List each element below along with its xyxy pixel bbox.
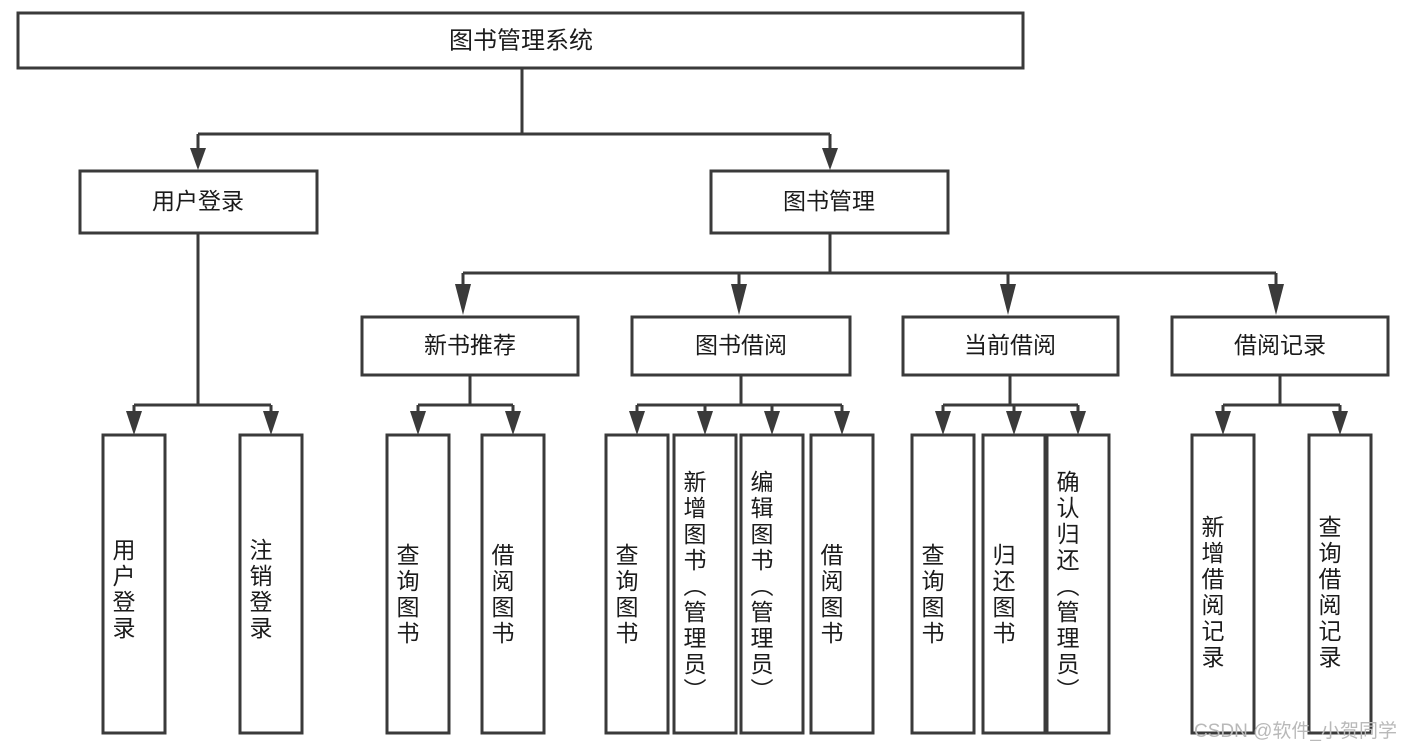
arrow-icon	[1070, 411, 1086, 435]
connector-userlogin-to-leaves	[126, 233, 279, 435]
node-borrow-record[interactable]: 借阅记录	[1170, 315, 1390, 377]
node-box	[360, 315, 580, 377]
arrow-icon	[505, 411, 521, 435]
arrow-icon	[263, 411, 279, 435]
node-current-borrow[interactable]: 当前借阅	[901, 315, 1120, 377]
leaf-box-newbook-borrow[interactable]	[480, 433, 546, 735]
arrow-icon	[410, 411, 426, 435]
connector-bookmgmt-to-level3	[455, 233, 1284, 315]
node-label: 用户登录	[152, 188, 244, 214]
connector-borrowrecord-to-leaves	[1215, 375, 1348, 435]
leaf-box-currentborrow-confirm[interactable]	[1045, 433, 1111, 735]
arrow-icon	[697, 411, 713, 435]
node-label: 新书推荐	[424, 332, 516, 358]
leaf-box-user-login-logout[interactable]	[238, 433, 304, 735]
arrow-icon	[1215, 411, 1231, 435]
arrow-icon	[731, 284, 747, 315]
arrow-icon	[1268, 284, 1284, 315]
leaf-box-currentborrow-query[interactable]	[910, 433, 976, 735]
node-book-management[interactable]: 图书管理	[709, 169, 950, 235]
arrow-icon	[455, 284, 471, 315]
connector-currentborrow-to-leaves	[935, 375, 1086, 435]
node-book-borrow[interactable]: 图书借阅	[630, 315, 852, 377]
node-label: 当前借阅	[964, 332, 1056, 358]
connector-root-to-level2	[190, 68, 838, 170]
watermark: CSDN @软件_小贺同学	[1194, 721, 1397, 742]
node-label: 图书管理	[783, 188, 875, 214]
arrow-icon	[822, 148, 838, 170]
connector-newbook-to-leaves	[410, 375, 521, 435]
arrow-icon	[1332, 411, 1348, 435]
arrow-icon	[1000, 284, 1016, 315]
arrow-icon	[190, 148, 206, 170]
arrow-icon	[764, 411, 780, 435]
node-new-book-recommend[interactable]: 新书推荐	[360, 315, 580, 377]
leaf-box-bookborrow-borrow[interactable]	[809, 433, 875, 735]
node-box	[78, 169, 319, 235]
arrow-icon	[935, 411, 951, 435]
leaf-box-currentborrow-return[interactable]	[981, 433, 1047, 735]
leaf-box-borrowrecord-add[interactable]	[1190, 433, 1256, 735]
node-label: 图书借阅	[695, 332, 787, 358]
node-box	[901, 315, 1120, 377]
leaf-box-newbook-query[interactable]	[385, 433, 451, 735]
node-label: 图书管理系统	[449, 27, 593, 54]
node-box	[1170, 315, 1390, 377]
leaf-box-user-login-login[interactable]	[101, 433, 167, 735]
node-root[interactable]: 图书管理系统	[16, 11, 1025, 70]
leaf-box-bookborrow-edit[interactable]	[739, 433, 805, 735]
arrow-icon	[834, 411, 850, 435]
node-box	[630, 315, 852, 377]
leaf-box-bookborrow-add[interactable]	[672, 433, 738, 735]
leaf-box-borrowrecord-query[interactable]	[1307, 433, 1373, 735]
node-box	[16, 11, 1025, 70]
arrow-icon	[126, 411, 142, 435]
arrow-icon	[629, 411, 645, 435]
connector-bookborrow-to-leaves	[629, 375, 850, 435]
arrow-icon	[1006, 411, 1022, 435]
node-box	[709, 169, 950, 235]
leaf-box-bookborrow-query[interactable]	[604, 433, 670, 735]
node-user-login[interactable]: 用户登录	[78, 169, 319, 235]
node-label: 借阅记录	[1234, 332, 1326, 358]
